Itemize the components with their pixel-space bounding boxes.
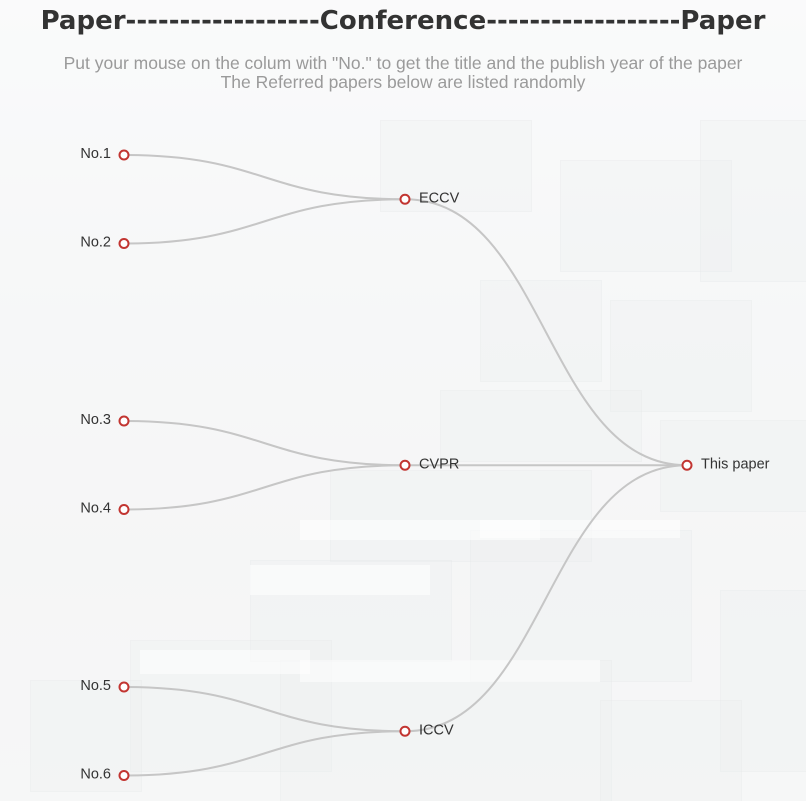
link-eccv-to-this-paper xyxy=(404,198,688,467)
node-no-5[interactable]: No.5 xyxy=(80,678,130,694)
node-no-4[interactable]: No.4 xyxy=(80,501,130,517)
link-no-5-to-iccv xyxy=(123,686,406,733)
node-label-no-1: No.1 xyxy=(80,146,111,162)
node-label-this-paper: This paper xyxy=(701,456,770,472)
node-label-no-6: No.6 xyxy=(80,767,111,783)
node-marker-no-5[interactable] xyxy=(118,681,130,693)
page-title: Paper------------------Conference-------… xyxy=(40,6,766,36)
hint-text: Put your mouse on the colum with "No." t… xyxy=(63,53,743,73)
node-marker-no-3[interactable] xyxy=(118,415,130,427)
node-label-no-5: No.5 xyxy=(80,678,111,694)
node-label-iccv: ICCV xyxy=(419,722,454,738)
node-layer: No.1No.2No.3No.4No.5No.6 ECCV CVPR ICCV This… xyxy=(80,146,769,783)
node-marker-no-2[interactable] xyxy=(118,238,130,249)
node-iccv[interactable]: ICCV xyxy=(399,722,454,738)
link-no-4-to-cvpr xyxy=(123,464,406,511)
link-iccv-to-this-paper xyxy=(404,464,688,733)
node-eccv[interactable]: ECCV xyxy=(399,190,460,206)
node-marker-no-4[interactable] xyxy=(118,504,130,515)
node-marker-no-6[interactable] xyxy=(118,770,130,781)
node-marker-no-1[interactable] xyxy=(118,149,130,161)
node-no-6[interactable]: No.6 xyxy=(80,767,130,783)
node-no-3[interactable]: No.3 xyxy=(80,412,130,428)
node-no-2[interactable]: No.2 xyxy=(80,235,130,251)
node-no-1[interactable]: No.1 xyxy=(80,146,130,162)
node-label-eccv: ECCV xyxy=(419,190,460,206)
node-label-no-3: No.3 xyxy=(80,412,111,428)
node-label-no-4: No.4 xyxy=(80,501,111,517)
node-cvpr[interactable]: CVPR xyxy=(399,456,460,472)
link-no-1-to-eccv xyxy=(123,154,406,201)
node-marker-this-paper[interactable] xyxy=(681,459,693,471)
node-marker-eccv[interactable] xyxy=(399,193,411,205)
node-this-paper[interactable]: This paper xyxy=(681,456,770,472)
node-marker-cvpr[interactable] xyxy=(399,459,411,471)
link-layer xyxy=(123,154,688,777)
link-no-3-to-cvpr xyxy=(123,420,406,467)
link-no-2-to-eccv xyxy=(123,198,406,245)
hint-text-secondary: The Referred papers below are listed ran… xyxy=(220,72,586,92)
link-no-6-to-iccv xyxy=(123,730,406,777)
node-label-no-2: No.2 xyxy=(80,235,111,251)
node-marker-iccv[interactable] xyxy=(399,725,411,737)
node-label-cvpr: CVPR xyxy=(419,456,459,472)
